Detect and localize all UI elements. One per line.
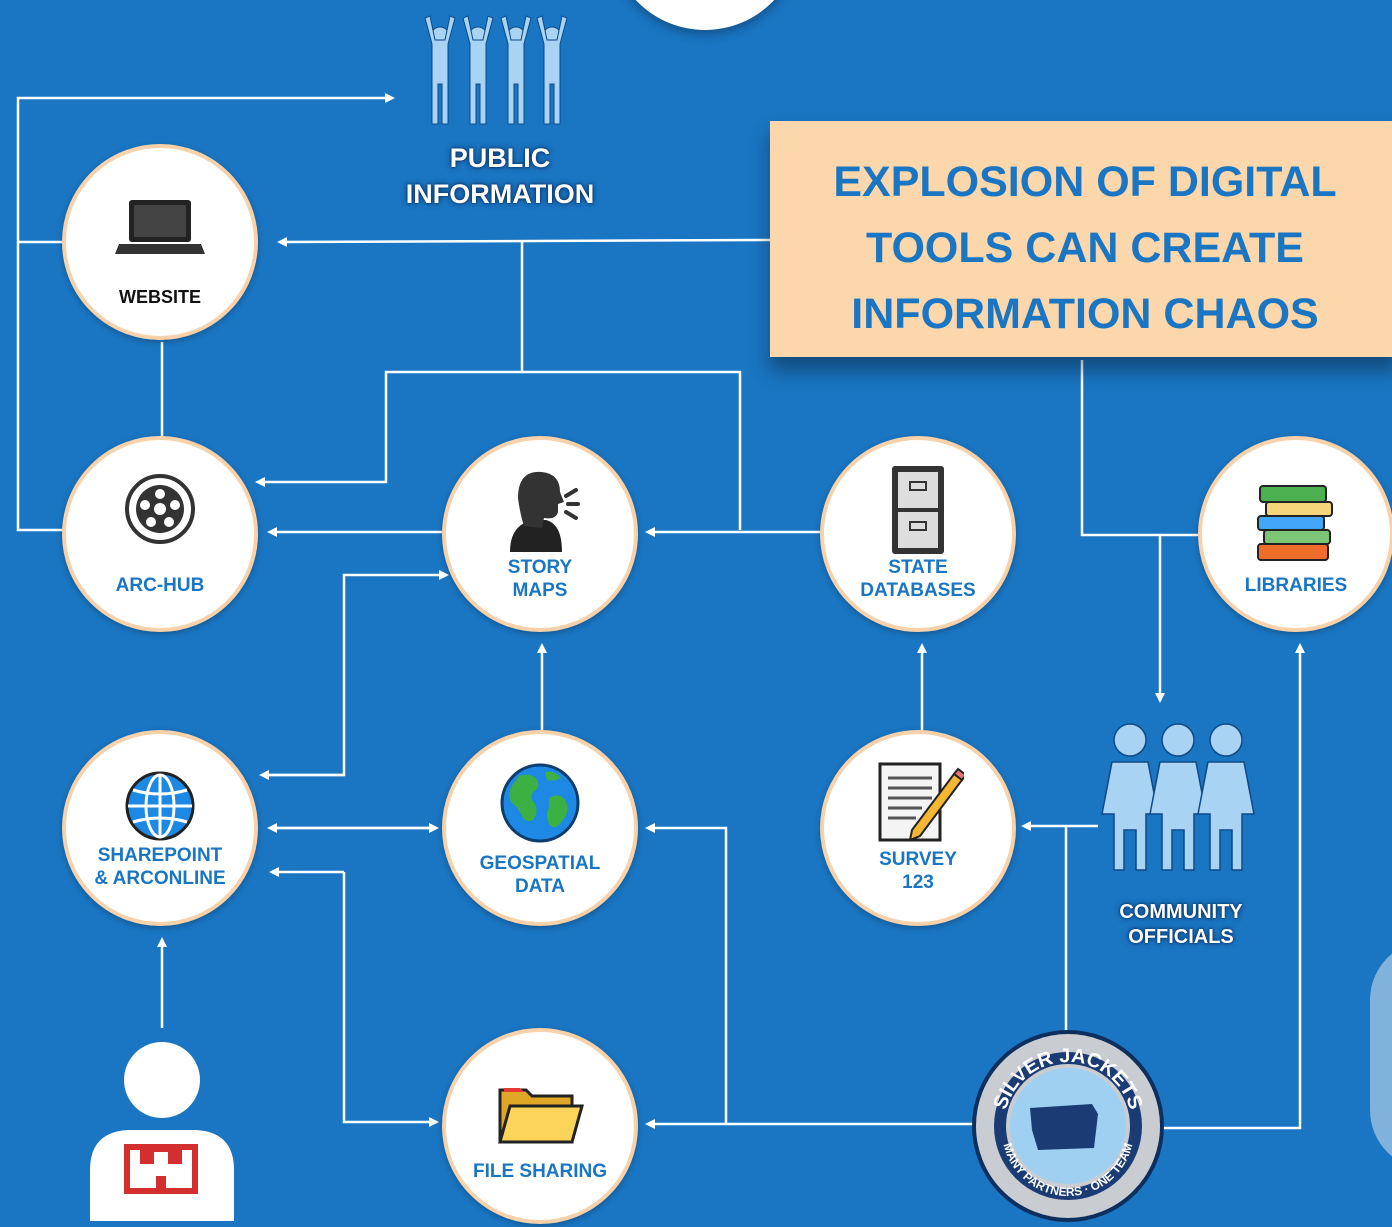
file-sharing-label: FILE SHARING (472, 1161, 608, 1182)
sharepoint-line-1: SHAREPOINT (97, 845, 223, 866)
story-maps-line-2: MAPS (512, 580, 568, 601)
public-information-icon (420, 14, 570, 134)
geospatial-node[interactable]: GEOSPATIAL DATA (442, 730, 638, 926)
title-line-3: INFORMATION CHAOS (851, 290, 1319, 338)
silver-jackets-seal: SILVER JACKETS MANY PARTNERS · ONE TEAM (972, 1030, 1164, 1222)
title-callout: EXPLOSION OF DIGITAL TOOLS CAN CREATE IN… (770, 121, 1392, 357)
earth-globe-icon (499, 762, 581, 849)
community-officials-label: COMMUNITY OFFICIALS (1070, 900, 1292, 950)
website-label: WEBSITE (118, 287, 201, 307)
sharepoint-node[interactable]: SHAREPOINT & ARCONLINE (62, 730, 258, 926)
title-line-2: TOOLS CAN CREATE (866, 224, 1304, 272)
arc-hub-node[interactable]: ARC-HUB (62, 436, 258, 632)
story-maps-node[interactable]: STORY MAPS (442, 436, 638, 632)
speaking-head-icon (500, 468, 580, 557)
public-information-line-2: INFORMATION (405, 179, 595, 209)
books-icon (1254, 484, 1338, 567)
sharepoint-label: SHAREPOINT & ARCONLINE (66, 844, 254, 890)
community-officials-line-2: OFFICIALS (1128, 926, 1234, 948)
state-databases-node[interactable]: STATE DATABASES (820, 436, 1016, 632)
wheel-icon (123, 472, 197, 551)
file-sharing-node[interactable]: FILE SHARING (442, 1028, 638, 1224)
survey-memo-icon (872, 760, 968, 849)
file-cabinet-icon (888, 464, 948, 561)
connector-sharepoint-story (262, 570, 449, 777)
state-databases-line-2: DATABASES (860, 580, 976, 601)
state-databases-label: STATE DATABASES (824, 556, 1012, 602)
geospatial-line-1: GEOSPATIAL (479, 853, 601, 874)
connector-archub-public (16, 93, 395, 532)
globe-grid-icon (124, 770, 196, 847)
geospatial-line-2: DATA (515, 876, 565, 897)
castle-person-icon (88, 1040, 236, 1221)
state-databases-line-1: STATE (888, 557, 948, 578)
laptop-icon (115, 198, 205, 263)
geospatial-label: GEOSPATIAL DATA (446, 852, 634, 898)
story-maps-label: STORY MAPS (446, 556, 634, 602)
libraries-node[interactable]: LIBRARIES (1198, 436, 1392, 632)
survey-node[interactable]: SURVEY 123 (820, 730, 1016, 926)
story-maps-line-1: STORY (507, 557, 573, 578)
connector-trunk-state (522, 370, 742, 530)
connector-callout-officials (1080, 360, 1165, 703)
libraries-label: LIBRARIES (1244, 575, 1348, 596)
connector-seal-geo (645, 823, 728, 1124)
sharepoint-line-2: & ARCONLINE (94, 868, 226, 889)
connector-trunk-archub (255, 242, 524, 487)
public-information-line-1: PUBLIC (449, 143, 551, 173)
website-node[interactable]: WEBSITE (62, 144, 258, 340)
connector-seal-libraries (1160, 643, 1305, 1130)
right-partial-circle (1370, 940, 1392, 1170)
survey-line-2: 123 (902, 872, 934, 893)
connector-sharepoint-file (342, 872, 439, 1127)
page-title: EXPLOSION OF DIGITAL TOOLS CAN CREATE IN… (770, 149, 1392, 347)
folder-icon (496, 1082, 584, 1151)
survey-line-1: SURVEY (879, 849, 957, 870)
title-line-1: EXPLOSION OF DIGITAL (833, 158, 1337, 206)
arc-hub-label: ARC-HUB (115, 575, 205, 596)
public-information-label: PUBLIC INFORMATION (370, 140, 630, 212)
connector-callout-website (277, 236, 773, 247)
survey-label: SURVEY 123 (824, 848, 1012, 894)
community-officials-icon (1098, 722, 1258, 872)
community-officials-line-1: COMMUNITY (1119, 901, 1243, 923)
